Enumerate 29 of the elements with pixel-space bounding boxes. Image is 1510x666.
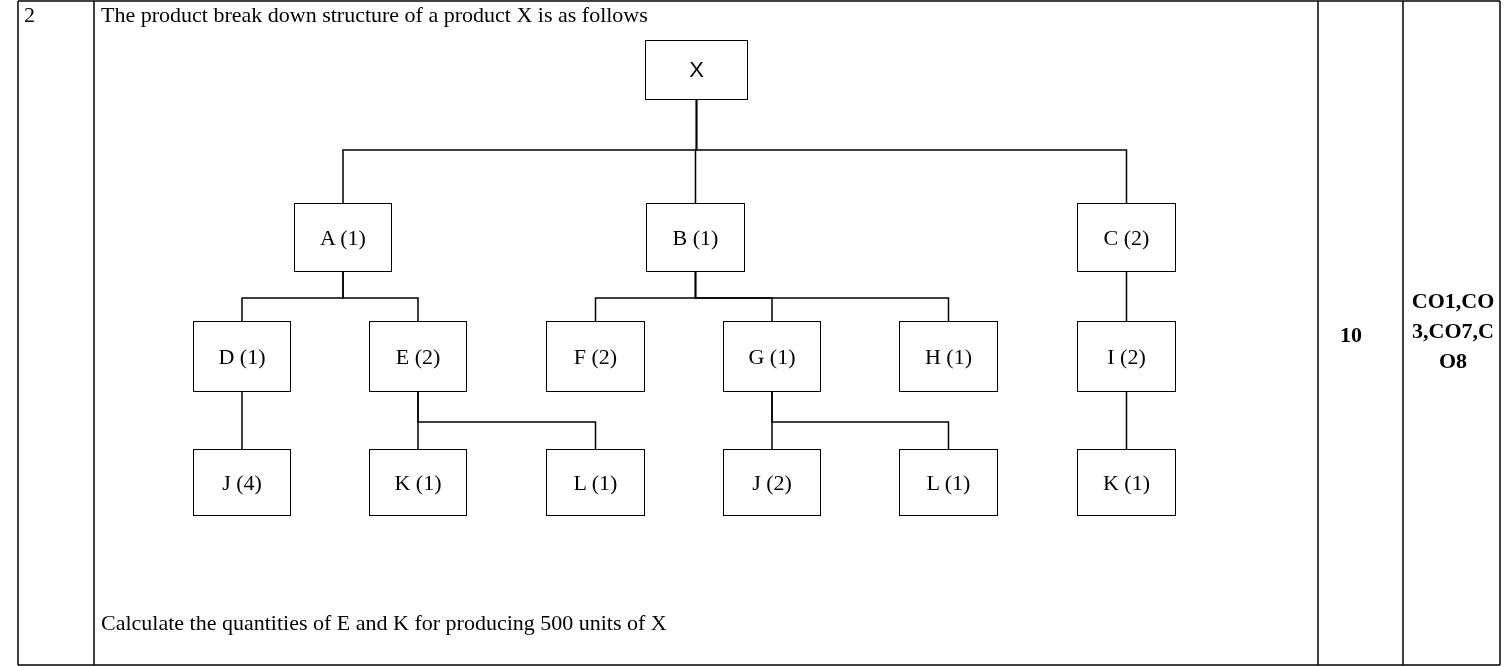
part-box: A (1) — [294, 203, 392, 272]
part-box: E (2) — [369, 321, 467, 392]
part-box: G (1) — [723, 321, 821, 392]
connector-line — [342, 271, 419, 322]
connector-line — [1125, 271, 1128, 322]
part-box: K (1) — [1077, 449, 1176, 516]
connector-line — [1125, 391, 1128, 450]
part-box: D (1) — [193, 321, 291, 392]
question-text: Calculate the quantities of E and K for producing 500 units of X — [101, 610, 668, 636]
part-box: H (1) — [899, 321, 998, 392]
connector-line — [694, 271, 950, 322]
course-outcomes: CO1,CO3,CO7,CO8 — [1410, 287, 1496, 375]
question-number: 2 — [24, 2, 36, 28]
part-box: J (2) — [723, 449, 821, 516]
part-box: X — [645, 40, 748, 100]
part-box: C (2) — [1077, 203, 1176, 272]
marks-value: 10 — [1340, 322, 1363, 348]
part-box: J (4) — [193, 449, 291, 516]
part-box: I (2) — [1077, 321, 1176, 392]
connector-line — [695, 99, 1128, 204]
part-box: L (1) — [546, 449, 645, 516]
connector-line — [417, 391, 597, 450]
part-box: F (2) — [546, 321, 645, 392]
part-box: L (1) — [899, 449, 998, 516]
connector-line — [241, 391, 243, 450]
part-box: B (1) — [646, 203, 745, 272]
question-text: The product break down structure of a product X is as follows — [101, 2, 649, 28]
part-box: K (1) — [369, 449, 467, 516]
connector-line — [771, 391, 950, 450]
